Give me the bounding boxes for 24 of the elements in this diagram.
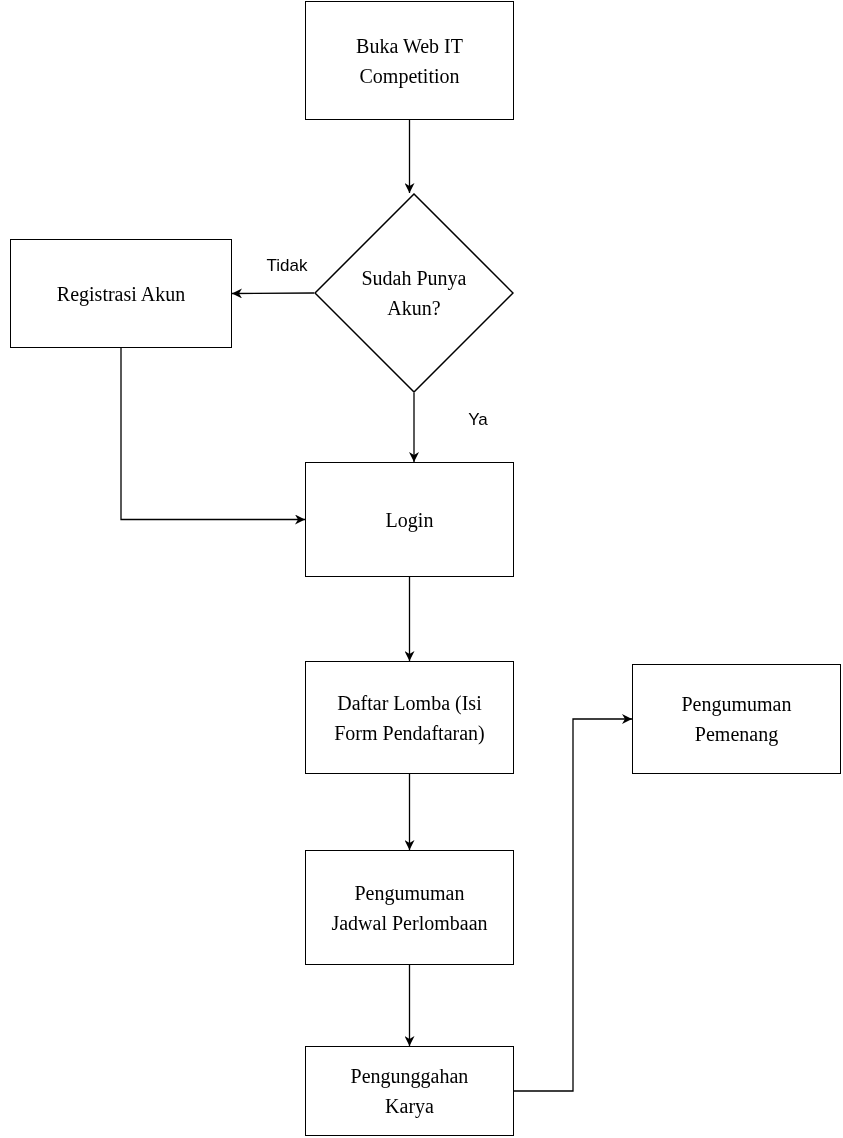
process-box: [305, 661, 514, 774]
node-label: Daftar Lomba (Isi Form Pendaftaran): [333, 690, 486, 746]
node-label: Pengumuman Jadwal Perlombaan: [330, 880, 489, 936]
node-label: Pengunggahan Karya: [349, 1064, 470, 1120]
process-box: [305, 850, 514, 965]
arrow: [404, 576, 415, 662]
arrow: [404, 773, 415, 851]
arrow: [120, 347, 306, 525]
decision-diamond: [314, 193, 514, 393]
node-label: Registrasi Akun: [56, 281, 186, 308]
process-box: [305, 462, 514, 577]
node-label: Pengumuman Pemenang: [680, 692, 793, 748]
arrow: [231, 288, 315, 299]
node-label: Sudah Punya Akun?: [360, 266, 468, 321]
arrow: [404, 964, 415, 1047]
arrow: [513, 714, 633, 1092]
arrow: [409, 392, 419, 463]
process-box: [10, 239, 232, 348]
node-label: Buka Web IT Competition: [355, 33, 464, 90]
process-box: [305, 1, 514, 120]
node-label: Login: [385, 507, 434, 534]
process-box: [305, 1046, 514, 1136]
arrow: [404, 119, 415, 194]
process-box: [632, 664, 841, 774]
